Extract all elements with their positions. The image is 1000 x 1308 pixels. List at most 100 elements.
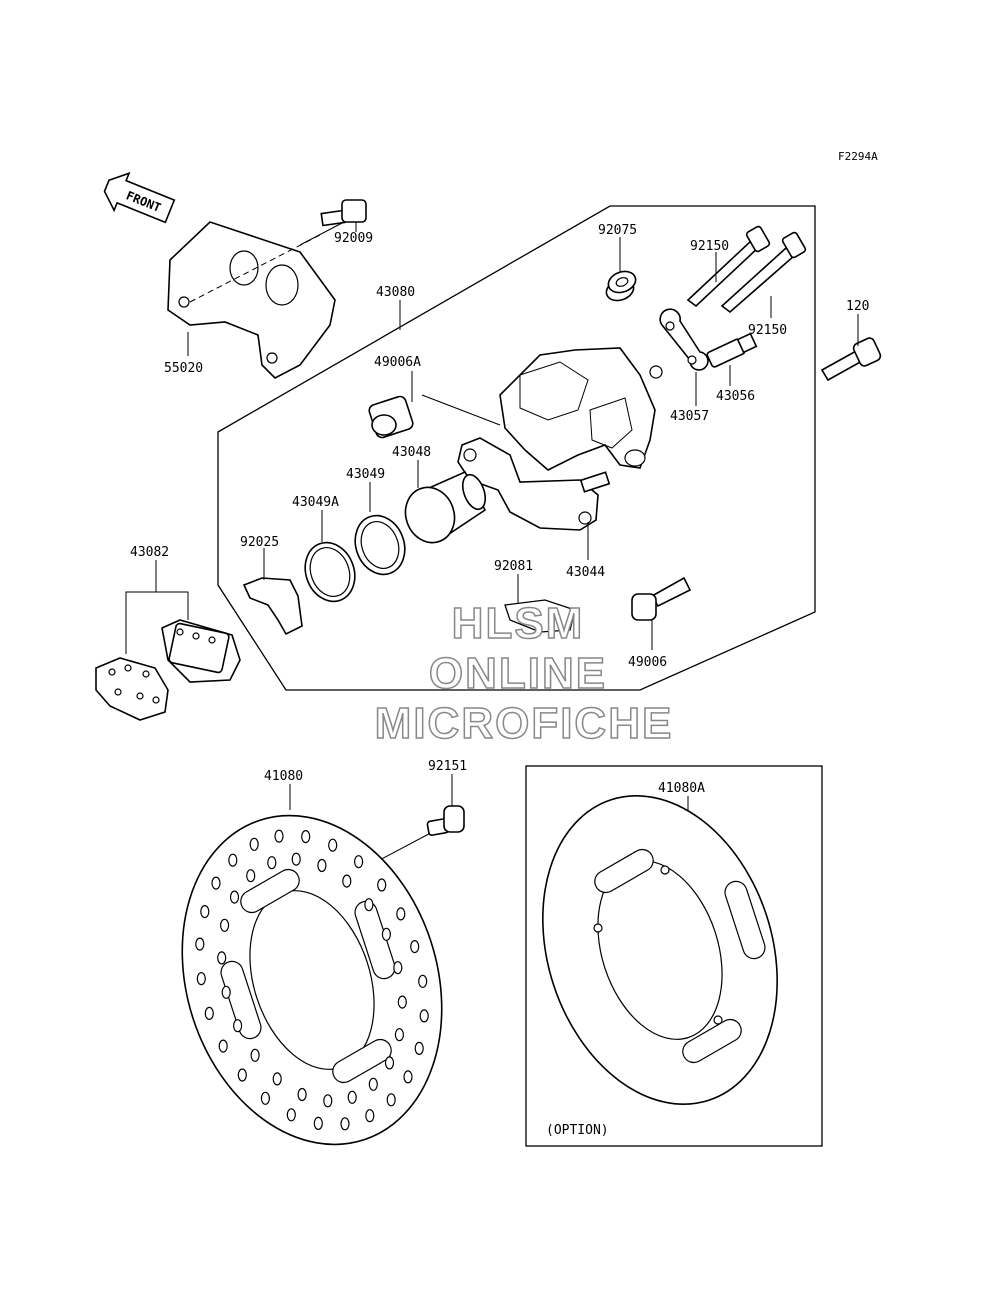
vent-hole xyxy=(301,829,311,844)
label-49006A: 49006A xyxy=(374,355,421,370)
bracket-55020 xyxy=(167,221,336,379)
label-43049: 43049 xyxy=(346,467,385,482)
label-92150-upper: 92150 xyxy=(690,239,729,254)
watermark-line-1: HLSM xyxy=(452,599,585,648)
label-41080A: 41080A xyxy=(658,781,705,796)
bolt-120 xyxy=(820,337,882,382)
figure-number: F2294A xyxy=(838,150,878,163)
vent-hole xyxy=(317,858,327,873)
vent-hole xyxy=(237,1068,247,1082)
vent-hole xyxy=(377,878,387,892)
bleeder-43056 xyxy=(706,332,758,368)
label-43080: 43080 xyxy=(376,285,415,300)
label-43044: 43044 xyxy=(566,565,605,580)
brake-disc-41080 xyxy=(181,814,443,1146)
vent-hole xyxy=(297,1087,307,1102)
label-92009: 92009 xyxy=(334,231,373,246)
vent-hole xyxy=(418,974,428,988)
vent-hole xyxy=(195,937,205,951)
vent-hole xyxy=(342,874,352,888)
vent-hole xyxy=(200,904,210,919)
label-120: 120 xyxy=(846,299,869,314)
label-43048: 43048 xyxy=(392,445,431,460)
label-92151: 92151 xyxy=(428,759,467,774)
seal-92075 xyxy=(605,270,637,302)
cap-43057 xyxy=(659,308,709,371)
label-43056: 43056 xyxy=(716,389,755,404)
vent-hole xyxy=(249,837,259,851)
clip-92081 xyxy=(504,599,576,633)
pin-92150-lower xyxy=(720,231,807,314)
vent-hole xyxy=(410,939,420,954)
watermark-line-2: ONLINE xyxy=(429,649,607,698)
bolt-92151 xyxy=(426,805,465,836)
label-92081: 92081 xyxy=(494,559,533,574)
vent-hole xyxy=(274,829,284,843)
watermark-line-3: MICROFICHE xyxy=(375,699,674,748)
vent-hole xyxy=(368,1077,378,1091)
vent-hole xyxy=(218,1039,228,1053)
pin-92150-upper xyxy=(686,225,771,308)
vent-hole xyxy=(211,876,221,890)
vent-hole xyxy=(313,1116,323,1131)
vent-hole xyxy=(272,1072,282,1086)
caliper-assembly-outline xyxy=(217,205,816,691)
vent-hole xyxy=(328,838,338,852)
vent-hole xyxy=(365,1109,375,1123)
vent-hole xyxy=(217,951,227,965)
label-92150-lower: 92150 xyxy=(748,323,787,338)
vent-hole xyxy=(286,1108,296,1122)
vent-hole xyxy=(267,856,277,870)
vent-hole xyxy=(291,852,301,866)
label-41080: 41080 xyxy=(264,769,303,784)
brake-disc-41080A xyxy=(542,794,778,1106)
vent-hole xyxy=(396,907,406,921)
vent-hole xyxy=(323,1094,333,1108)
vent-hole xyxy=(250,1048,260,1062)
boot-49006A xyxy=(368,395,414,439)
caliper-body xyxy=(499,347,663,471)
bolt-49006 xyxy=(631,576,692,621)
vent-hole xyxy=(229,890,240,904)
label-92075: 92075 xyxy=(598,223,637,238)
vent-hole xyxy=(196,972,206,986)
vent-hole xyxy=(204,1006,214,1021)
vent-hole xyxy=(381,927,391,941)
vent-hole xyxy=(246,869,256,883)
label-43049A: 43049A xyxy=(292,495,339,510)
bolt-92009 xyxy=(299,199,367,246)
front-arrow-icon: FRONT xyxy=(103,171,176,224)
vent-hole xyxy=(403,1070,413,1084)
label-43082: 43082 xyxy=(130,545,169,560)
label-49006: 49006 xyxy=(628,655,667,670)
vent-hole xyxy=(384,1056,395,1070)
vent-hole xyxy=(414,1041,424,1056)
label-55020: 55020 xyxy=(164,361,203,376)
seal-43049A xyxy=(304,541,356,603)
brake-pads-43082 xyxy=(95,619,241,721)
disc-vent-holes xyxy=(195,829,429,1131)
seal-43049 xyxy=(354,514,406,576)
vent-hole xyxy=(419,1009,429,1023)
leader-lines xyxy=(125,222,859,863)
option-label: (OPTION) xyxy=(546,1123,609,1138)
vent-hole xyxy=(340,1117,350,1131)
piston-43048 xyxy=(404,470,487,544)
label-43057: 43057 xyxy=(670,409,709,424)
label-92025: 92025 xyxy=(240,535,279,550)
vent-hole xyxy=(397,995,407,1009)
vent-hole xyxy=(228,853,238,867)
vent-hole xyxy=(220,918,230,932)
vent-hole xyxy=(347,1090,357,1104)
option-box xyxy=(525,765,823,1147)
spring-92025 xyxy=(242,577,303,636)
vent-hole xyxy=(260,1091,270,1105)
vent-hole xyxy=(393,961,403,975)
vent-hole xyxy=(233,1019,243,1033)
vent-hole xyxy=(364,898,374,912)
vent-hole xyxy=(221,985,231,999)
vent-hole xyxy=(386,1093,396,1107)
vent-hole xyxy=(394,1028,404,1042)
vent-hole xyxy=(354,855,364,869)
